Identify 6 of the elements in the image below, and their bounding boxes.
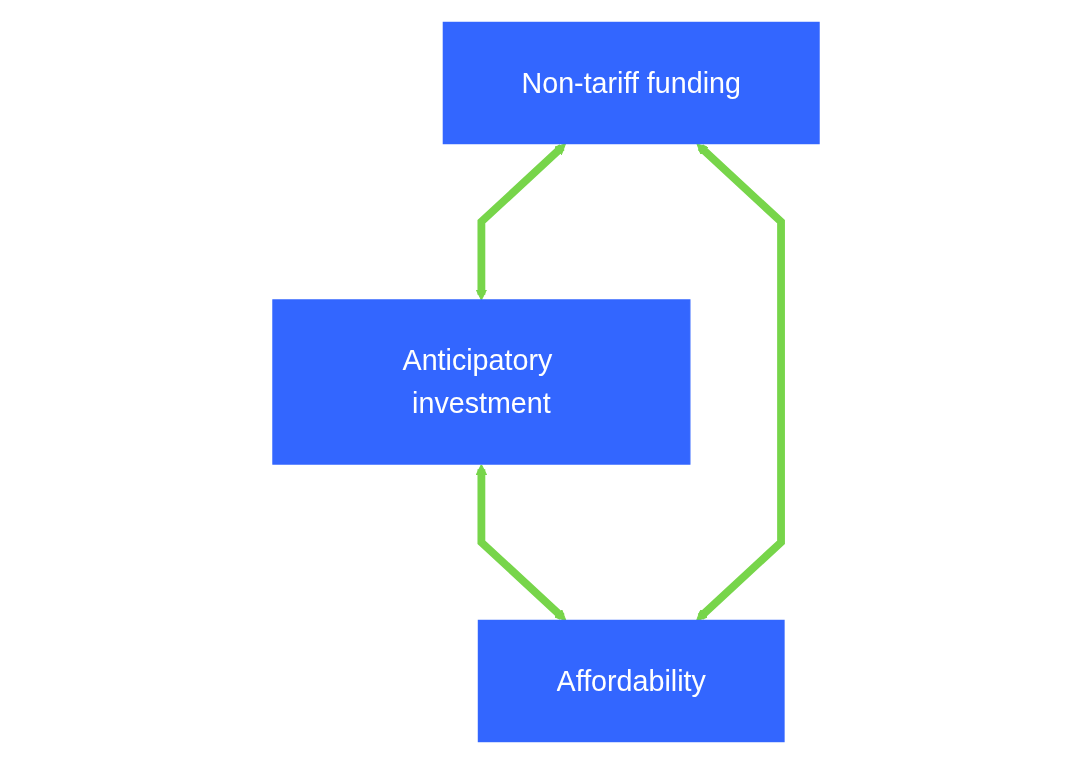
arrow bbox=[475, 143, 566, 301]
arrow bbox=[696, 143, 785, 621]
node-box: Non-tariff funding bbox=[442, 21, 820, 145]
arrow bbox=[475, 464, 567, 621]
node-box: Anticipatory investment bbox=[272, 299, 691, 465]
node-box: Affordability bbox=[477, 619, 785, 743]
